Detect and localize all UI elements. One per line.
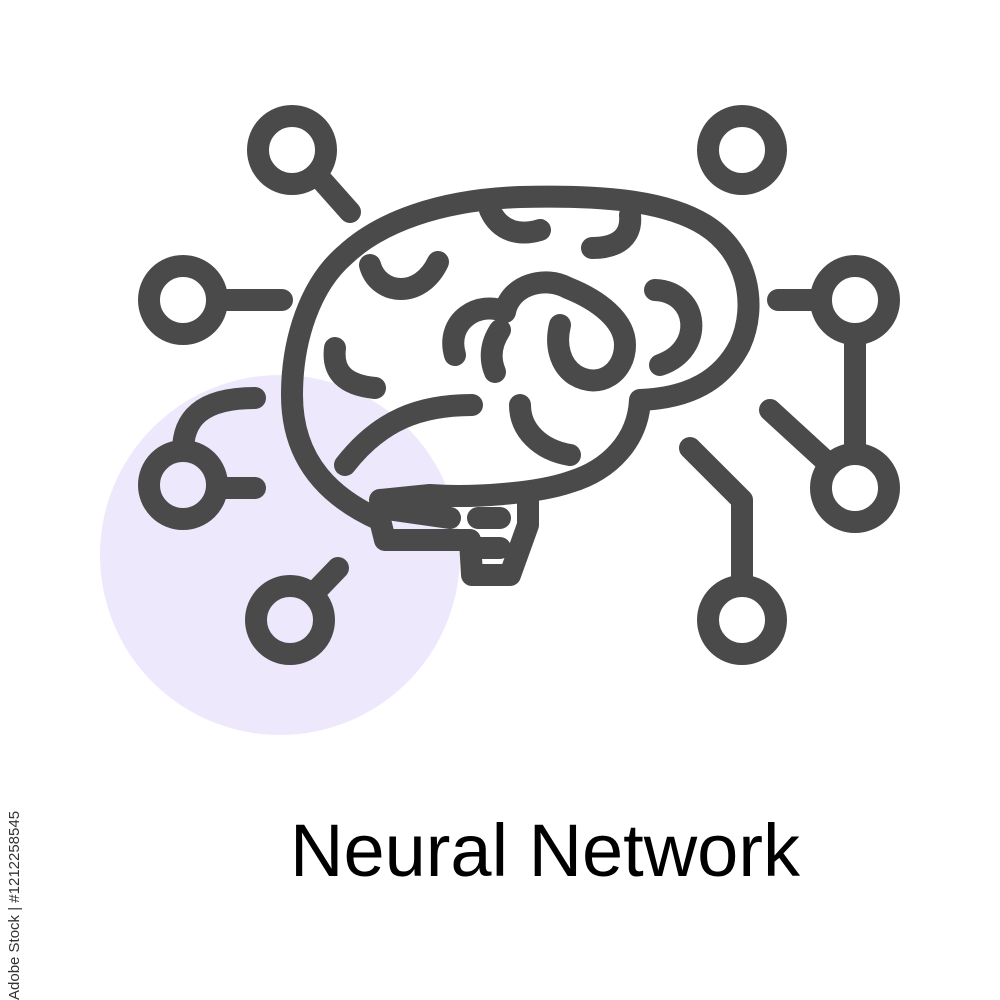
brain-fold-2 <box>581 204 642 259</box>
stock-id-label: Adobe Stock | #1212258545 <box>6 810 23 1000</box>
brain-fold-3 <box>359 251 449 300</box>
brain-stem-line <box>369 497 461 529</box>
node-top-left <box>247 105 337 195</box>
link-bottom-right <box>679 437 753 597</box>
brain-outline <box>281 185 760 531</box>
brain-fold-8 <box>334 394 483 476</box>
link-bottom-left <box>302 557 349 605</box>
link-top-left <box>307 165 361 223</box>
node-top-right <box>697 105 787 195</box>
accent-circle <box>100 375 460 735</box>
link-low-left-a <box>172 387 266 462</box>
brain-network-icon <box>100 105 900 735</box>
brain-fold-9 <box>509 394 581 466</box>
brain-fold-6 <box>480 319 511 383</box>
link-low-right <box>759 399 841 476</box>
brain-fold-7 <box>323 337 386 399</box>
brain-fold-1 <box>479 199 551 244</box>
brain-fold-4 <box>644 279 703 376</box>
brain-stem <box>369 487 539 586</box>
brain-fold-5 <box>442 271 636 392</box>
caption-title: Neural Network <box>290 809 800 892</box>
node-bottom-left <box>245 575 335 665</box>
node-low-right <box>810 443 900 533</box>
